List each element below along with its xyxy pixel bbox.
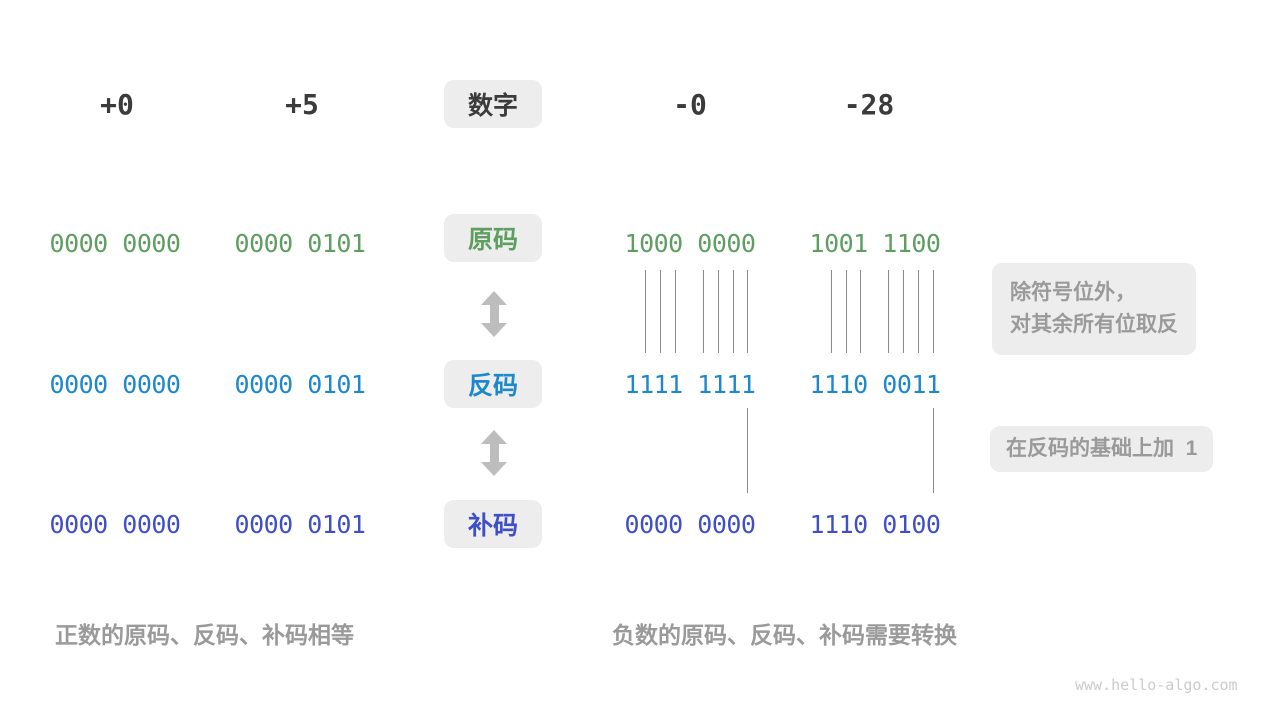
- sign-code-value: 1000 0000: [624, 229, 756, 258]
- updown-arrow-icon: [481, 291, 507, 337]
- twos-complement-value: 0000 0000: [624, 510, 756, 539]
- add-one-note: 在反码的基础上加 1: [990, 426, 1214, 472]
- invert-bits-note: 除符号位外， 对其余所有位取反: [992, 263, 1196, 355]
- header-number-pos-five: +5: [285, 88, 319, 121]
- add-one-line: [933, 408, 934, 493]
- ones-complement-label: 反码: [467, 372, 518, 400]
- twos-complement-value: 1110 0100: [809, 510, 941, 539]
- add-one-note-text: 在反码的基础上加 1: [1006, 437, 1198, 460]
- positive-numbers-caption: 正数的原码、反码、补码相等: [55, 622, 354, 648]
- negative-numbers-caption: 负数的原码、反码、补码需要转换: [612, 622, 957, 648]
- add-one-line: [747, 408, 748, 493]
- ones-complement-value: 1110 0011: [809, 370, 941, 399]
- sign-code-value: 0000 0000: [49, 229, 181, 258]
- invert-bits-note-line2: 对其余所有位取反: [1010, 313, 1178, 336]
- sign-code-label-box: 原码: [444, 214, 542, 262]
- bit-invert-line: [747, 270, 748, 353]
- bit-invert-line: [918, 270, 919, 353]
- bit-invert-line: [846, 270, 847, 353]
- invert-bits-note-line1: 除符号位外，: [1010, 281, 1136, 304]
- sign-code-value: 0000 0101: [234, 229, 366, 258]
- twos-complement-value: 0000 0101: [234, 510, 366, 539]
- ones-complement-value: 0000 0000: [49, 370, 181, 399]
- site-watermark: www.hello-algo.com: [1075, 676, 1238, 694]
- sign-code-value: 1001 1100: [809, 229, 941, 258]
- bit-invert-line: [888, 270, 889, 353]
- updown-arrow-icon: [481, 430, 507, 476]
- header-number-neg-28: -28: [843, 88, 895, 121]
- bit-invert-line: [903, 270, 904, 353]
- bit-invert-line: [733, 270, 734, 353]
- ones-complement-value: 1111 1111: [624, 370, 756, 399]
- bit-invert-line: [645, 270, 646, 353]
- header-number-pos-zero: +0: [100, 88, 134, 121]
- bit-invert-line: [933, 270, 934, 353]
- bit-invert-line: [703, 270, 704, 353]
- bit-invert-line: [831, 270, 832, 353]
- header-label: 数字: [467, 92, 518, 120]
- ones-complement-value: 0000 0101: [234, 370, 366, 399]
- twos-complement-label: 补码: [467, 512, 518, 540]
- header-number-neg-zero: -0: [673, 88, 707, 121]
- twos-complement-value: 0000 0000: [49, 510, 181, 539]
- bit-invert-line: [860, 270, 861, 353]
- header-label-box: 数字: [444, 80, 542, 128]
- sign-code-label: 原码: [467, 226, 518, 254]
- twos-complement-label-box: 补码: [444, 500, 542, 548]
- bit-invert-line: [675, 270, 676, 353]
- bit-invert-line: [718, 270, 719, 353]
- bit-invert-line: [660, 270, 661, 353]
- ones-complement-label-box: 反码: [444, 360, 542, 408]
